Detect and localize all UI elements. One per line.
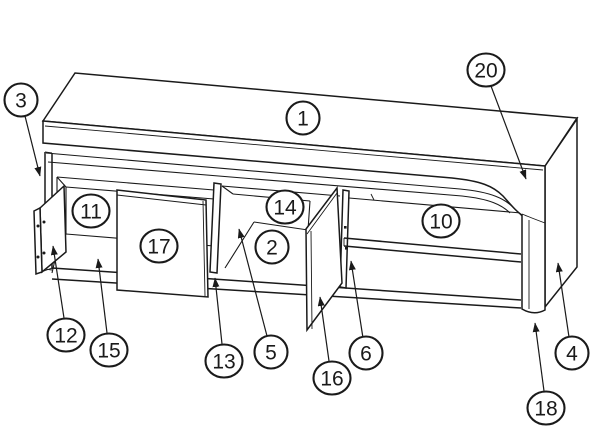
callout-20-leader xyxy=(490,85,527,180)
callout-13: 13 xyxy=(204,277,244,379)
callout-16: 16 xyxy=(312,296,352,396)
callout-2-bubble xyxy=(254,229,290,265)
shelf xyxy=(343,237,522,263)
callout-2-label: 2 xyxy=(266,237,278,260)
left-open-door xyxy=(33,184,67,276)
left-door-edge xyxy=(33,206,43,276)
callout-3-bubble xyxy=(3,82,39,118)
callout-13-label: 13 xyxy=(212,351,235,374)
callout-11-label: 11 xyxy=(80,201,102,224)
callout-3-label: 3 xyxy=(15,90,27,113)
divider-left xyxy=(209,182,222,274)
callout-5: 5 xyxy=(237,228,289,370)
top-panel-front-face-and-pillar xyxy=(42,120,546,314)
callout-10-bubble xyxy=(421,203,461,239)
left-door-face xyxy=(39,184,67,274)
callout-6: 6 xyxy=(348,260,384,371)
callout-12-leader xyxy=(50,245,65,319)
middle-open-door xyxy=(305,185,343,333)
callout-6-bubble xyxy=(348,335,384,371)
callout-4-label: 4 xyxy=(566,343,578,366)
callout-4-leader xyxy=(555,262,570,338)
callout-17: 17 xyxy=(139,228,179,264)
callout-11: 11 xyxy=(71,193,111,229)
callout-12-bubble xyxy=(46,317,86,353)
callout-13-bubble xyxy=(204,343,244,379)
callout-15-leader xyxy=(95,258,108,334)
callout-18-bubble xyxy=(526,390,566,426)
hinge-mark xyxy=(345,247,348,250)
middle-floor-back-edge xyxy=(253,221,309,231)
callout-16-label: 16 xyxy=(320,368,343,391)
callout-12: 12 xyxy=(46,245,86,353)
callout-4-bubble xyxy=(554,335,590,371)
callouts: 1 2 3 4 5 6 10 xyxy=(3,52,590,426)
pillar-curve-line xyxy=(521,213,546,224)
callout-17-bubble xyxy=(139,228,179,264)
top-panel-molding-line xyxy=(44,125,544,171)
callout-14-bubble xyxy=(265,189,305,225)
callout-18: 18 xyxy=(526,322,566,426)
callout-11-bubble xyxy=(71,193,111,229)
callout-3-leader xyxy=(24,115,42,177)
callout-3: 3 xyxy=(3,82,42,177)
callout-20-label: 20 xyxy=(474,60,497,83)
dowel-mark xyxy=(370,193,375,201)
callout-1: 1 xyxy=(285,100,321,136)
callout-15-label: 15 xyxy=(97,340,120,363)
callout-5-bubble xyxy=(253,334,289,370)
callout-12-label: 12 xyxy=(54,325,77,348)
front-right-pillar xyxy=(521,213,546,309)
hinge-mark xyxy=(344,226,347,229)
hinge-dots xyxy=(36,220,46,259)
callout-16-bubble xyxy=(312,360,352,396)
callout-1-label: 1 xyxy=(297,108,309,131)
callout-18-leader xyxy=(532,322,545,392)
callout-20-bubble xyxy=(466,52,506,88)
left-opening-top xyxy=(56,176,215,191)
callout-6-label: 6 xyxy=(360,343,372,366)
callout-20: 20 xyxy=(466,52,527,180)
callout-2: 2 xyxy=(254,229,290,265)
callout-5-leader xyxy=(237,228,268,337)
callout-17-label: 17 xyxy=(147,236,170,259)
callout-15: 15 xyxy=(89,258,129,368)
callout-10-label: 10 xyxy=(429,211,452,234)
callout-4: 4 xyxy=(554,262,590,371)
callout-13-leader xyxy=(212,277,223,345)
callout-6-leader xyxy=(348,260,364,339)
bottom-panel xyxy=(35,267,522,309)
callout-14: 14 xyxy=(265,189,305,225)
callout-15-bubble xyxy=(89,332,129,368)
callout-14-label: 14 xyxy=(273,197,297,220)
callout-5-label: 5 xyxy=(265,342,277,365)
callout-1-bubble xyxy=(285,100,321,136)
callout-18-label: 18 xyxy=(534,398,557,421)
callout-16-leader xyxy=(317,296,330,362)
callout-10: 10 xyxy=(421,203,461,239)
